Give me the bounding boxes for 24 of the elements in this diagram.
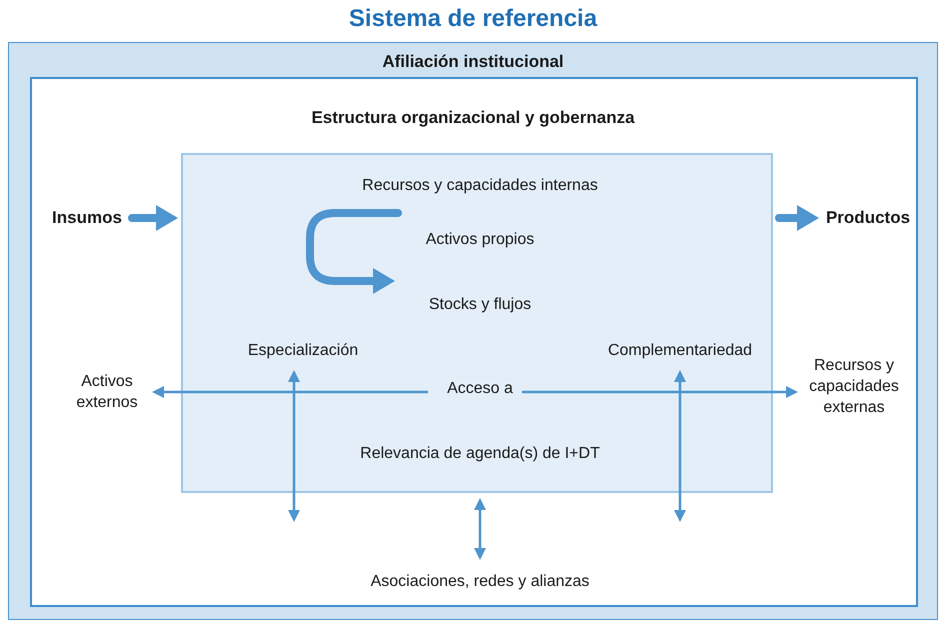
text-label: Acceso a — [435, 378, 525, 399]
text-label: Asociaciones, redes y alianzas — [340, 571, 620, 592]
diagram-title: Sistema de referencia — [348, 8, 598, 29]
text-label: Insumos — [44, 207, 130, 228]
arrow — [522, 386, 798, 398]
text-label: Productos — [820, 207, 916, 228]
text-label: Complementariedad — [585, 340, 775, 361]
text-label: Stocks y flujos — [405, 294, 555, 315]
resource-box — [181, 153, 773, 493]
double-arrow — [288, 370, 300, 522]
text-label: Activos externos — [62, 371, 152, 413]
panel-heading: Afiliación institucional — [381, 51, 565, 72]
double-arrow — [474, 498, 486, 560]
text-label: Relevancia de agenda(s) de I+DT — [330, 443, 630, 464]
double-arrow — [674, 370, 686, 522]
text-label: Recursos y capacidades internas — [320, 175, 640, 196]
text-label: Especialización — [228, 340, 378, 361]
block-arrow — [775, 205, 819, 231]
text-label: Activos propios — [405, 229, 555, 250]
block-arrow — [128, 205, 178, 231]
text-label: Recursos y capacidades externas — [798, 355, 910, 418]
arrow — [152, 386, 428, 398]
curved-arrow — [306, 209, 402, 294]
panel-heading: Estructura organizacional y gobernanza — [310, 107, 636, 128]
